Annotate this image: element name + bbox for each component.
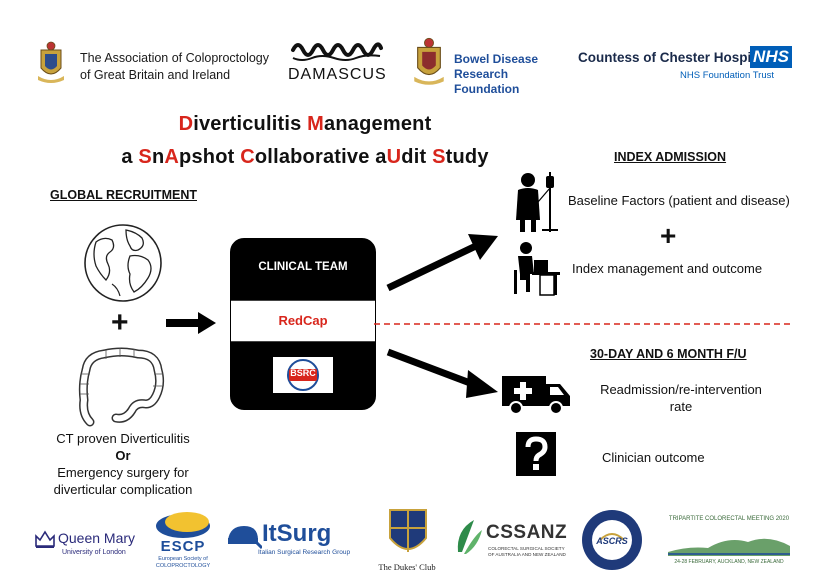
title-segment: U bbox=[386, 146, 402, 168]
title-segment: tudy bbox=[445, 146, 489, 168]
index-plus: + bbox=[660, 220, 677, 251]
title-line-2: a SnApshot Collaborative aUdit Study bbox=[0, 146, 610, 169]
title-segment: pshot bbox=[179, 146, 241, 168]
title-segment: anagement bbox=[324, 113, 432, 135]
bsrc-label: BSRC bbox=[290, 368, 316, 378]
acpgbi-logo: The Association of Coloproctology of Gre… bbox=[36, 38, 286, 88]
diagonal-up-arrow-icon bbox=[386, 234, 498, 292]
ascrs-name: ASCRS bbox=[596, 536, 628, 546]
crest-icon bbox=[38, 41, 64, 83]
escp-name: ESCP bbox=[160, 538, 206, 555]
itsurg-logo: ItSurg Italian Surgical Research Group bbox=[226, 520, 358, 560]
caption-emergency: Emergency surgery for bbox=[57, 465, 189, 480]
caption-diverticular: diverticular complication bbox=[53, 482, 193, 497]
colon-icon bbox=[78, 347, 165, 427]
globe-icon bbox=[84, 224, 162, 302]
ascrs-logo: ASCRS bbox=[580, 508, 644, 572]
bdrf-line2: Research Foundation bbox=[454, 67, 520, 96]
clinical-team-box: CLINICAL TEAM RedCap BSRC bbox=[230, 238, 376, 410]
patient-iv-icon bbox=[516, 172, 558, 232]
cssanz-sub2: OF AUSTRALIA AND NEW ZEALAND bbox=[488, 552, 566, 557]
cssanz-name: CSSANZ bbox=[486, 522, 568, 543]
left-caption: CT proven Diverticulitis Or Emergency su… bbox=[20, 430, 226, 498]
right-arrow-icon bbox=[166, 312, 216, 334]
itsurg-sub: Italian Surgical Research Group bbox=[258, 549, 351, 556]
bdrf-logo: Bowel Disease Research Foundation bbox=[412, 30, 572, 96]
index-admission-heading: INDEX ADMISSION bbox=[614, 150, 727, 164]
acpgbi-line2: of Great Britain and Ireland bbox=[80, 68, 231, 82]
title-segment: M bbox=[307, 113, 325, 135]
ambulance-icon bbox=[502, 376, 570, 415]
title-segment: D bbox=[178, 113, 194, 135]
damascus-text: DAMASCUS bbox=[288, 66, 387, 83]
readmission-line2: rate bbox=[669, 399, 693, 414]
title-segment: C bbox=[240, 146, 255, 168]
cssanz-sub1: COLORECTAL SURGICAL SOCIETY bbox=[488, 546, 565, 551]
dukes-name: The Dukes' Club bbox=[378, 562, 436, 572]
bsrc-emblem-icon bbox=[287, 359, 319, 391]
redcap-band: RedCap bbox=[231, 300, 375, 342]
clinician-outcome-text: Clinician outcome bbox=[602, 450, 705, 465]
escp-sub2: COLOPROCTOLOGY bbox=[155, 563, 211, 569]
caption-ct-proven: CT proven Diverticulitis bbox=[56, 431, 190, 446]
dashed-divider bbox=[374, 323, 792, 325]
tripartite-name: TRIPARTITE COLORECTAL MEETING 2020 bbox=[668, 516, 790, 522]
itsurg-name: ItSurg bbox=[262, 520, 332, 547]
mountain-landscape-icon bbox=[668, 538, 790, 556]
shield-icon bbox=[389, 509, 427, 552]
crown-icon bbox=[35, 530, 55, 548]
diverticula-squiggle-icon bbox=[291, 42, 383, 61]
index-management-text: Index management and outcome bbox=[572, 261, 763, 276]
bsrc-logo: BSRC bbox=[273, 357, 333, 393]
clinical-team-label: CLINICAL TEAM bbox=[258, 261, 348, 273]
escp-logo: ESCP European Society of COLOPROCTOLOGY bbox=[148, 506, 218, 572]
global-recruitment-heading: GLOBAL RECRUITMENT bbox=[50, 188, 197, 202]
acpgbi-line1: The Association of Coloproctology bbox=[80, 51, 269, 65]
leaf-icon bbox=[457, 520, 482, 554]
nhs-text: NHS bbox=[753, 47, 789, 66]
readmission-text: Readmission/re-intervention rate bbox=[586, 381, 776, 415]
redcap-label: RedCap bbox=[278, 313, 328, 328]
title-line-1: Diverticulitis Management bbox=[0, 113, 610, 136]
qm-sub: University of London bbox=[62, 549, 126, 556]
qm-logo: Queen Mary University of London bbox=[34, 528, 144, 568]
coch-logo: Countess of Chester Hospital NHS NHS Fou… bbox=[578, 46, 794, 86]
caption-or: Or bbox=[115, 448, 131, 463]
title-segment: a bbox=[121, 146, 139, 168]
coch-trust: NHS Foundation Trust bbox=[680, 70, 774, 81]
left-plus: + bbox=[111, 306, 129, 339]
bdrf-line1: Bowel Disease bbox=[454, 52, 539, 66]
title-segment: n bbox=[151, 146, 165, 168]
followup-heading: 30-DAY AND 6 MONTH F/U bbox=[590, 347, 747, 361]
title-segment: iverticulitis bbox=[193, 113, 308, 135]
escp-sub1: European Society of bbox=[158, 556, 208, 562]
cssanz-logo: CSSANZ COLORECTAL SURGICAL SOCIETY OF AU… bbox=[454, 516, 570, 566]
title-segment: A bbox=[164, 146, 180, 168]
tripartite-logo: TRIPARTITE COLORECTAL MEETING 2020 24-28… bbox=[664, 516, 794, 568]
tripartite-sub: 24-28 FEBRUARY, AUCKLAND, NEW ZEALAND bbox=[674, 559, 784, 565]
crest-icon bbox=[414, 37, 444, 85]
escp-swoosh-icon bbox=[156, 512, 210, 538]
coch-name: Countess of Chester Hospital bbox=[578, 50, 768, 65]
title-segment: S bbox=[138, 146, 152, 168]
dukes-logo: The Dukes' Club bbox=[372, 508, 442, 578]
title-segment: S bbox=[432, 146, 446, 168]
readmission-line1: Readmission/re-intervention bbox=[600, 382, 762, 397]
question-mark-icon bbox=[516, 432, 556, 476]
surgical-cap-icon bbox=[228, 526, 262, 550]
baseline-factors-text: Baseline Factors (patient and disease) bbox=[568, 193, 790, 208]
title-segment: dit bbox=[401, 146, 433, 168]
damascus-logo: DAMASCUS bbox=[288, 36, 388, 92]
ascrs-seal-icon bbox=[582, 510, 642, 570]
title-segment: ollaborative a bbox=[254, 146, 387, 168]
qm-name: Queen Mary bbox=[58, 530, 136, 546]
clinician-desk-icon bbox=[514, 242, 560, 296]
nhs-badge: NHS bbox=[750, 46, 792, 68]
diagonal-down-arrow-icon bbox=[386, 348, 498, 398]
